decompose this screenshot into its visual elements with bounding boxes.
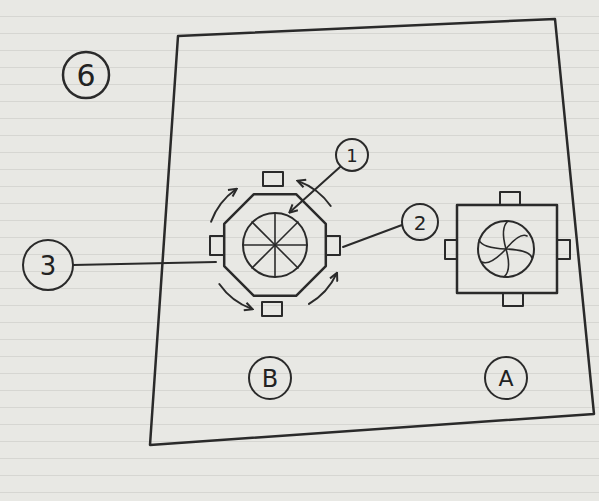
callout-circle (402, 204, 438, 240)
callout-circle (23, 240, 73, 290)
table-outline (224, 194, 326, 296)
table-label-holder: B (262, 367, 278, 391)
page-number: 6 (76, 61, 95, 91)
rotation-arrows (211, 181, 337, 309)
callout-number-holder: 1 (346, 147, 357, 165)
callout-circle (249, 357, 291, 399)
fan-circle (478, 221, 534, 277)
leader-line (343, 225, 402, 247)
frame (150, 19, 594, 445)
leader-line (73, 262, 216, 265)
callout-number-holder: 3 (40, 253, 57, 279)
chairs (210, 172, 340, 316)
fan-blades (243, 213, 307, 277)
chairs (445, 192, 570, 306)
callout-circle (485, 357, 527, 399)
table-label-holder: A (498, 368, 513, 390)
table-outline (457, 205, 557, 293)
callout-number: 1 (346, 147, 357, 165)
callout-circle (63, 52, 109, 98)
fan-circle (243, 213, 307, 277)
callout-number: 2 (414, 213, 427, 233)
table-label: A (498, 368, 513, 390)
callout-circle (336, 139, 368, 171)
callout-number: 3 (40, 253, 57, 279)
page-number-holder: 6 (76, 61, 95, 91)
fan-blades (479, 221, 532, 277)
table-label: B (262, 367, 278, 391)
leader-line (290, 167, 340, 212)
callout-number-holder: 2 (414, 213, 427, 233)
